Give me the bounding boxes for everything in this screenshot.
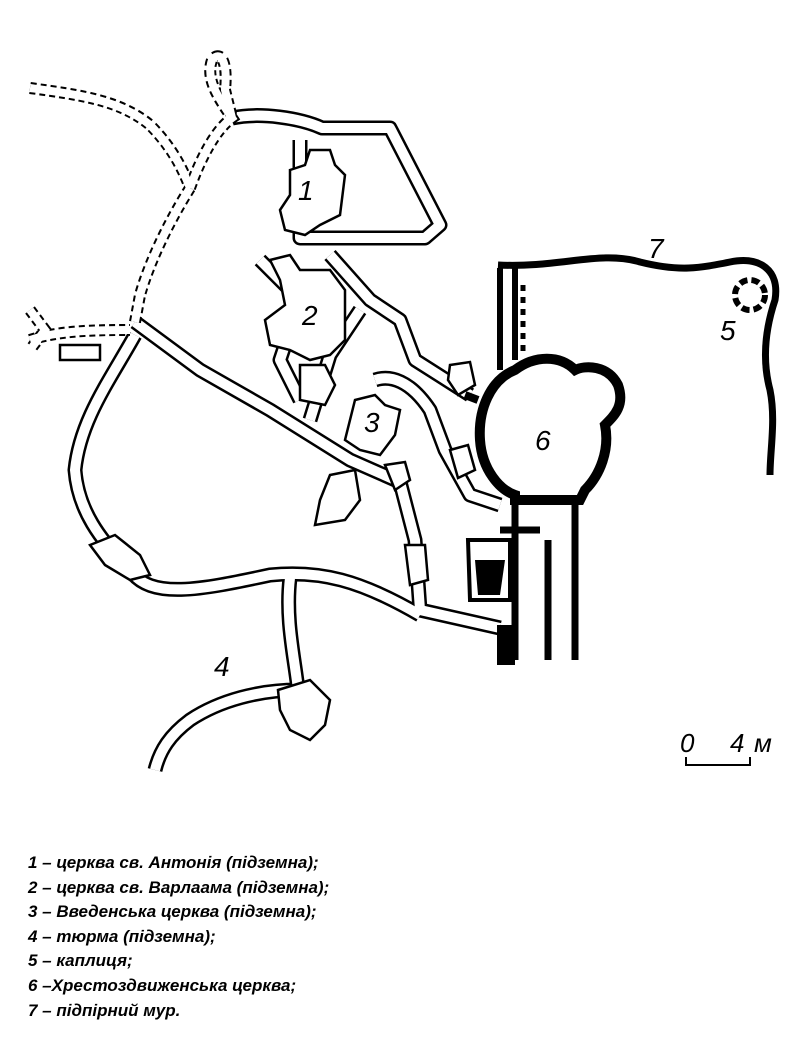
scale-zero: 0 [680, 728, 695, 758]
church-2-rooms [263, 253, 347, 407]
label-1: 1 [298, 175, 314, 206]
cave-plan: 1 2 3 4 5 6 7 0 4 м [0, 0, 780, 840]
retaining-wall-7 [497, 254, 780, 476]
label-5: 5 [720, 315, 736, 346]
legend-item: 4 – тюрма (підземна); [28, 926, 216, 946]
legend-item: 6 –Хрестоздвиженська церква; [28, 975, 297, 995]
legend-item: 1 – церква св. Антонія (підземна); [28, 853, 319, 872]
dashed-corridors [30, 56, 232, 350]
legend-item: 7 – підпірний мур. [28, 1000, 181, 1020]
label-3: 3 [364, 407, 380, 438]
plan-number-labels: 1 2 3 4 5 6 7 [214, 175, 736, 682]
prison-4-rooms [88, 533, 430, 742]
legend-item: 3 – Введенська церква (підземна); [28, 902, 317, 922]
legend-item: 2 – церква св. Варлаама (підземна); [28, 877, 330, 897]
side-rooms [58, 343, 477, 480]
church-6 [463, 353, 626, 665]
scale-four: 4 [730, 728, 744, 758]
label-2: 2 [301, 300, 318, 331]
scale-unit: м [754, 728, 772, 758]
church-3-rooms [313, 393, 412, 527]
label-7: 7 [648, 233, 665, 264]
scale-bar: 0 4 м [680, 728, 772, 766]
label-4: 4 [214, 651, 230, 682]
label-6: 6 [535, 425, 551, 456]
legend: 1 – церква св. Антонія (підземна); 2 – ц… [28, 851, 329, 1023]
chapel-5 [732, 277, 768, 313]
legend-item: 5 – каплиця; [28, 951, 133, 971]
church-1-rooms [278, 148, 347, 237]
